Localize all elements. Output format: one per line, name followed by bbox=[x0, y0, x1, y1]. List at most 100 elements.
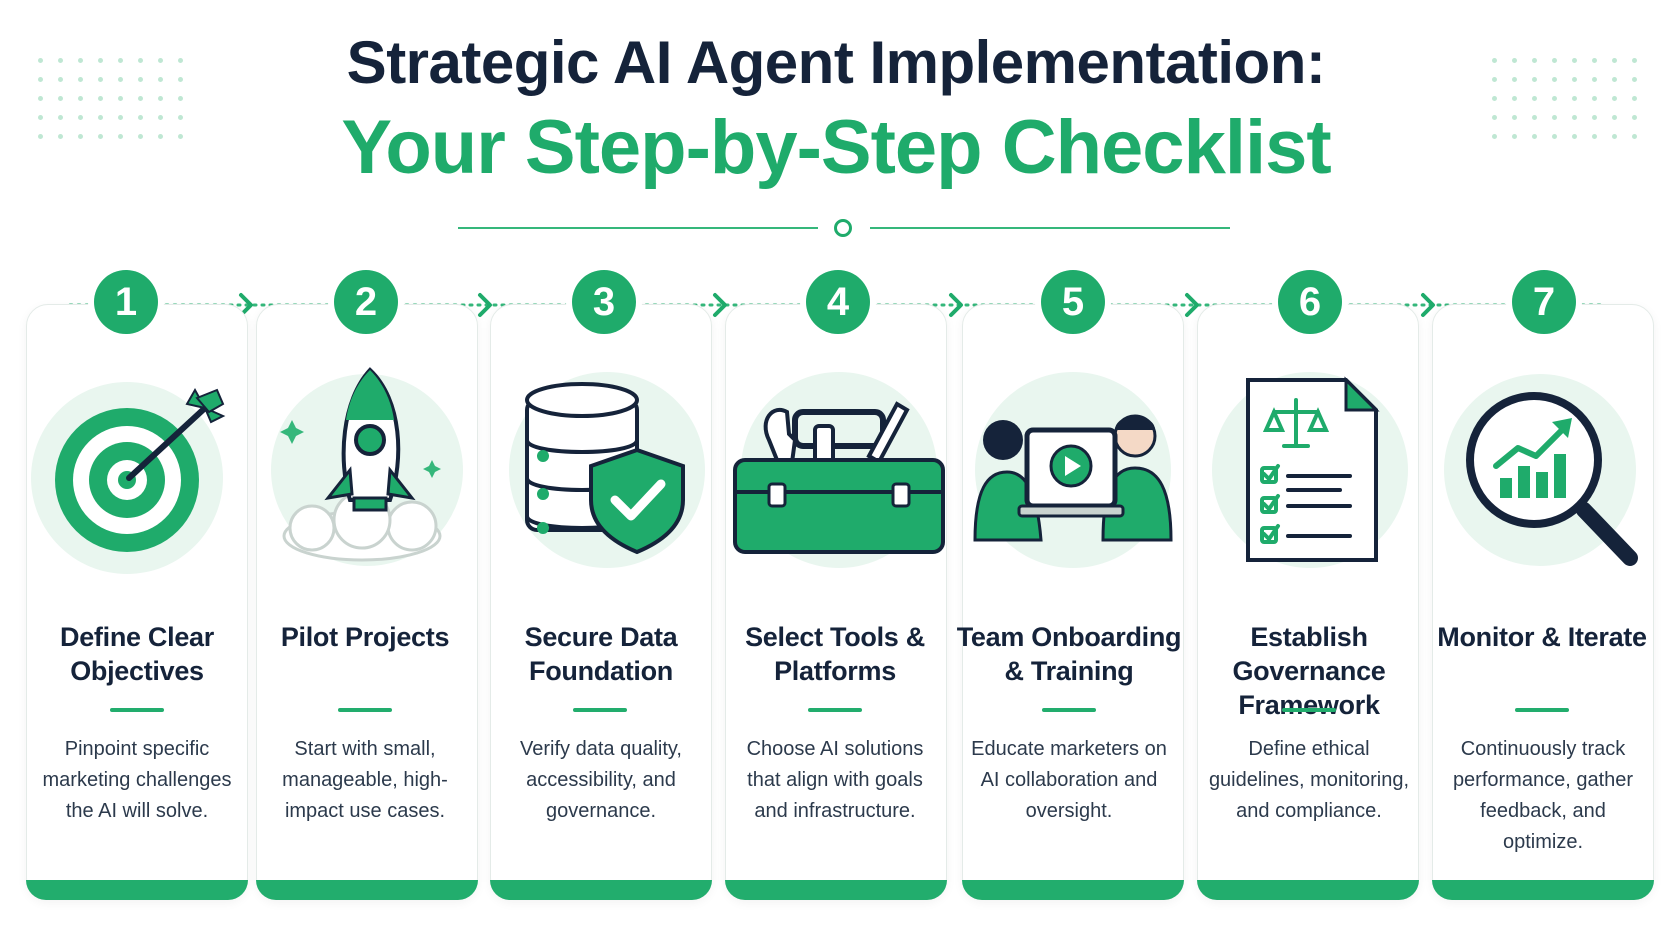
decorative-dot bbox=[1512, 134, 1517, 139]
step-title: Pilot Projects bbox=[280, 622, 450, 652]
decorative-dot bbox=[1612, 58, 1617, 63]
decorative-dot bbox=[1532, 96, 1537, 101]
chevron-right-icon bbox=[1421, 293, 1435, 317]
people-monitor-icon bbox=[973, 372, 1173, 568]
decorative-dot bbox=[158, 77, 163, 82]
decorative-dot bbox=[1492, 58, 1497, 63]
decorative-dot bbox=[1572, 58, 1577, 63]
decorative-dot bbox=[178, 115, 183, 120]
decorative-dot bbox=[78, 77, 83, 82]
step-number-badge: 3 bbox=[572, 270, 636, 334]
decorative-dot bbox=[158, 134, 163, 139]
decorative-dot bbox=[1512, 77, 1517, 82]
decorative-dot bbox=[118, 96, 123, 101]
decorative-dot bbox=[1512, 115, 1517, 120]
step-title: Select Tools & Platforms bbox=[745, 622, 925, 686]
decorative-dot bbox=[158, 115, 163, 120]
step-title-rule bbox=[338, 708, 392, 712]
step-number-badge: 5 bbox=[1041, 270, 1105, 334]
step-number-badge: 2 bbox=[334, 270, 398, 334]
decorative-dot bbox=[118, 77, 123, 82]
decorative-dot bbox=[1612, 134, 1617, 139]
decorative-dot bbox=[38, 115, 43, 120]
rocket-icon bbox=[271, 367, 463, 566]
decorative-dot bbox=[58, 115, 63, 120]
decorative-dot bbox=[1552, 115, 1557, 120]
decorative-dot bbox=[138, 115, 143, 120]
decorative-dot bbox=[98, 58, 103, 63]
decorative-dot bbox=[38, 134, 43, 139]
title-divider-left bbox=[458, 227, 818, 229]
step-description: Choose AI solutions that align with goal… bbox=[746, 738, 924, 822]
decorative-dot bbox=[1492, 134, 1497, 139]
magnifier-chart-icon bbox=[1444, 374, 1638, 566]
toolbox-icon bbox=[733, 372, 945, 568]
step-title: Team Onboarding & Training bbox=[956, 622, 1182, 686]
step-title: Establish Governance Framework bbox=[1232, 622, 1386, 720]
decorative-dot bbox=[38, 96, 43, 101]
decorative-dot bbox=[58, 58, 63, 63]
step-title-rule bbox=[1515, 708, 1569, 712]
step-title-rule bbox=[1042, 708, 1096, 712]
decorative-dot bbox=[58, 77, 63, 82]
decorative-dot bbox=[1612, 77, 1617, 82]
decorative-dot bbox=[1552, 77, 1557, 82]
step-number-badge: 7 bbox=[1512, 270, 1576, 334]
decorative-dot bbox=[98, 96, 103, 101]
decorative-dot bbox=[78, 96, 83, 101]
chevron-right-icon bbox=[949, 293, 963, 317]
title-divider-dot bbox=[834, 219, 852, 237]
decorative-dot bbox=[78, 58, 83, 63]
decorative-dot bbox=[1532, 77, 1537, 82]
decorative-dot bbox=[1612, 115, 1617, 120]
decorative-dot bbox=[138, 96, 143, 101]
decorative-dot bbox=[178, 77, 183, 82]
decorative-dot bbox=[98, 115, 103, 120]
decorative-dot bbox=[38, 77, 43, 82]
decorative-dot bbox=[1572, 134, 1577, 139]
decorative-dot bbox=[1572, 96, 1577, 101]
decorative-dot bbox=[1532, 115, 1537, 120]
decorative-dot bbox=[158, 96, 163, 101]
decorative-dot bbox=[1592, 134, 1597, 139]
decorative-dot bbox=[1532, 134, 1537, 139]
chevron-right-icon bbox=[1185, 293, 1199, 317]
decorative-dot bbox=[98, 134, 103, 139]
decorative-dot bbox=[138, 58, 143, 63]
decorative-dot bbox=[78, 134, 83, 139]
decorative-dot bbox=[1552, 58, 1557, 63]
page-subtitle: Your Step-by-Step Checklist bbox=[341, 105, 1331, 190]
step-title: Define Clear Objectives bbox=[60, 622, 214, 686]
decorative-dot bbox=[58, 96, 63, 101]
step-number-badge: 1 bbox=[94, 270, 158, 334]
chevron-right-icon bbox=[713, 293, 727, 317]
step-title-rule bbox=[808, 708, 862, 712]
decorative-dot bbox=[1592, 77, 1597, 82]
database-shield-icon bbox=[509, 372, 705, 568]
step-title-rule bbox=[1282, 708, 1336, 712]
decorative-dot bbox=[1572, 77, 1577, 82]
step-description: Continuously track performance, gather f… bbox=[1452, 738, 1634, 853]
decorative-dot bbox=[1492, 96, 1497, 101]
decorative-dot bbox=[1532, 58, 1537, 63]
decorative-dot bbox=[1592, 58, 1597, 63]
decorative-dot bbox=[178, 96, 183, 101]
decorative-dot bbox=[38, 58, 43, 63]
step-description: Start with small, manageable, high-impac… bbox=[282, 738, 448, 822]
decorative-dot bbox=[1552, 134, 1557, 139]
decorative-dot bbox=[78, 115, 83, 120]
decorative-dot bbox=[1592, 96, 1597, 101]
decorative-dot bbox=[1612, 96, 1617, 101]
decorative-dot bbox=[1632, 115, 1637, 120]
decorative-dot bbox=[1592, 115, 1597, 120]
step-number-badge: 4 bbox=[806, 270, 870, 334]
decorative-dot bbox=[138, 77, 143, 82]
decorative-dot bbox=[98, 77, 103, 82]
decorative-dot bbox=[1632, 134, 1637, 139]
decorative-dot bbox=[58, 134, 63, 139]
decorative-dot bbox=[1492, 115, 1497, 120]
decorative-dots-right bbox=[1492, 58, 1652, 139]
decorative-dot bbox=[1512, 96, 1517, 101]
decorative-dot bbox=[138, 134, 143, 139]
step-description: Define ethical guidelines, monitoring, a… bbox=[1208, 738, 1410, 822]
